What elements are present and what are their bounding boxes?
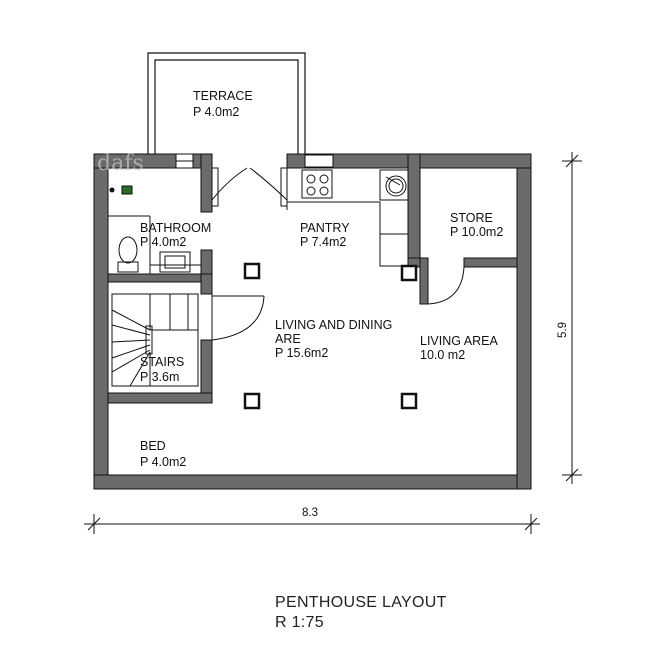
living-area-area: 10.0 m2: [420, 348, 465, 362]
living-dining-name-line1: LIVING AND DINING: [275, 318, 392, 332]
stairs-drawing: [111, 293, 199, 387]
column: [243, 262, 261, 280]
pantry-area: P 7.4m2: [300, 235, 346, 249]
bathroom-area: P 4.0m2: [140, 235, 186, 249]
column: [243, 392, 261, 410]
watermark: dafs: [97, 151, 144, 176]
width-dimension: [84, 514, 540, 534]
store-door: [427, 266, 465, 305]
terrace-area: P 4.0m2: [193, 105, 239, 119]
living-dining-name-line2: ARE: [275, 332, 301, 346]
stairs-area: P 3.6m: [140, 370, 179, 384]
terrace-doors: [211, 167, 288, 210]
height-dimension: [562, 152, 582, 484]
living-area-name: LIVING AREA: [420, 334, 498, 348]
bathroom-name: BATHROOM: [140, 221, 211, 235]
store-area: P 10.0m2: [450, 225, 503, 239]
terrace-outline: [147, 52, 306, 158]
stairs-name: STAIRS: [140, 355, 184, 369]
living-dining-area: P 15.6m2: [275, 346, 328, 360]
height-dimension-label: 5.9: [557, 322, 569, 338]
bed-area: P 4.0m2: [140, 455, 186, 469]
column: [400, 264, 418, 282]
stairs-door: [211, 294, 265, 341]
outer-walls: [93, 153, 532, 490]
layout-scale: R 1:75: [275, 614, 324, 631]
kitchen-counter: [286, 168, 409, 267]
width-dimension-label: 8.3: [302, 507, 318, 519]
column: [400, 392, 418, 410]
store-name: STORE: [450, 211, 493, 225]
columns: [243, 262, 418, 410]
interior-walls: [107, 153, 518, 404]
terrace-name: TERRACE: [193, 89, 253, 103]
pantry-name: PANTRY: [300, 221, 350, 235]
bed-name: BED: [140, 439, 166, 453]
bathroom-fixtures: [108, 167, 201, 274]
layout-title: PENTHOUSE LAYOUT: [275, 594, 447, 611]
